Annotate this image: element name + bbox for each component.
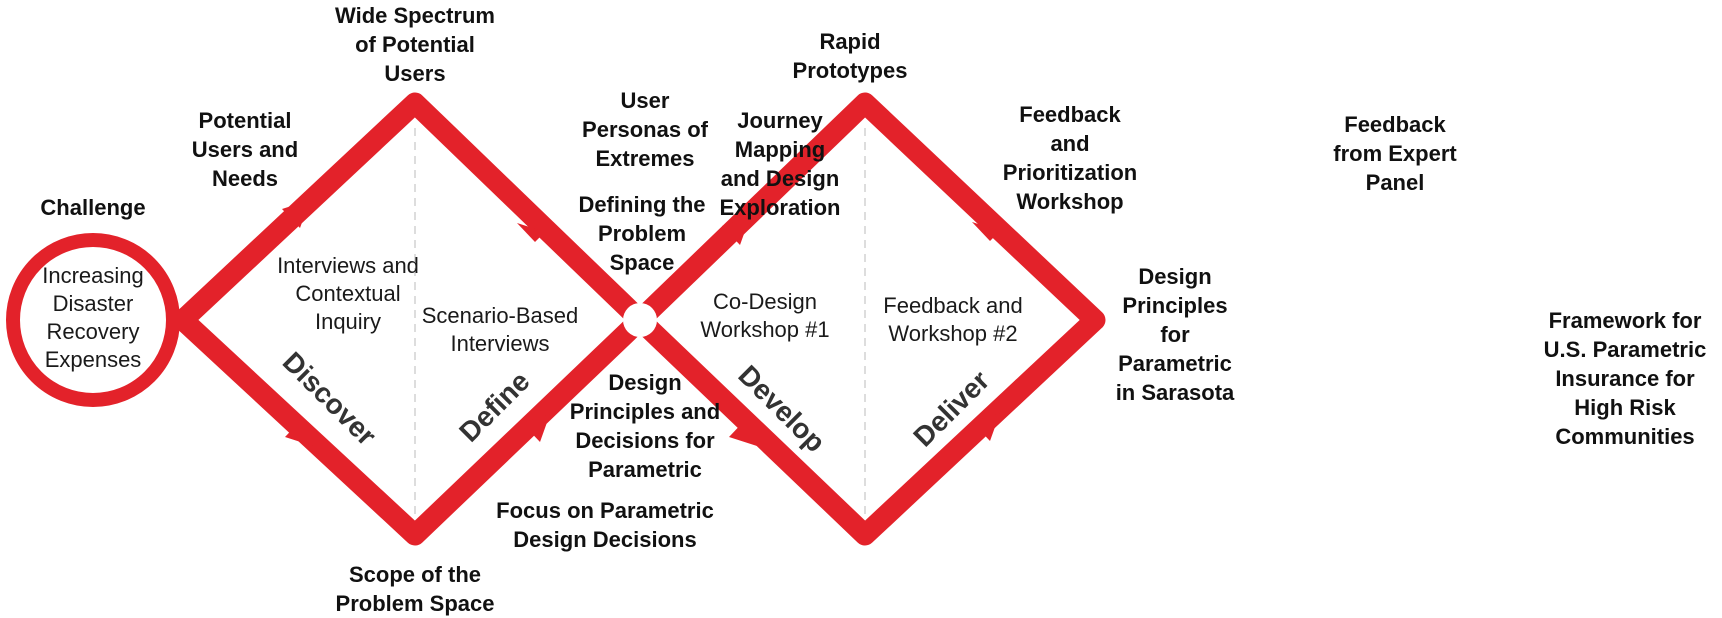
method-feedback-workshop-line: Feedback and: [883, 293, 1023, 318]
label-rapid-prototypes: Rapid Prototypes: [770, 27, 930, 85]
challenge-text-line: Recovery: [46, 319, 140, 344]
method-feedback-workshop: Feedback and Workshop #2: [868, 292, 1038, 348]
label-potential-users: Potential Users and Needs: [170, 106, 320, 193]
label-feedback-prioritization-line: and: [1050, 131, 1090, 156]
label-potential-users-line: Needs: [211, 166, 279, 191]
label-framework-line: Framework for: [1548, 308, 1702, 333]
label-user-personas-line: Extremes: [595, 146, 695, 171]
arrow-define-down: [517, 223, 545, 242]
label-framework-line: High Risk: [1574, 395, 1676, 420]
label-feedback-expert-line: Feedback: [1344, 112, 1446, 137]
develop-deliver-diamond: [629, 92, 1106, 546]
challenge-text-line: Expenses: [44, 347, 142, 372]
label-wide-spectrum: Wide Spectrum of Potential Users: [310, 1, 520, 88]
method-codesign-line: Co-Design: [713, 289, 817, 314]
label-defining-problem: Defining the Problem Space: [562, 190, 722, 277]
method-interviews-line: Interviews and: [277, 253, 419, 278]
label-design-principles-sarasota-line: Design: [1138, 264, 1212, 289]
label-feedback-prioritization: Feedback and Prioritization Workshop: [985, 100, 1155, 216]
arrow-discover-up: [282, 200, 310, 228]
label-wide-spectrum-line: of Potential: [355, 32, 475, 57]
label-feedback-expert: Feedback from Expert Panel: [1305, 110, 1485, 197]
label-journey-mapping-line: Journey: [737, 108, 823, 133]
label-design-principles-decisions-line: Decisions for: [575, 428, 715, 453]
method-scenario: Scenario-Based Interviews: [410, 302, 590, 358]
label-scope-problem-line: Problem Space: [335, 591, 495, 616]
label-user-personas-line: User: [620, 88, 670, 113]
label-design-principles-sarasota-line: in Sarasota: [1115, 380, 1235, 405]
label-user-personas-line: Personas of: [582, 117, 708, 142]
label-feedback-prioritization-line: Prioritization: [1002, 160, 1138, 185]
label-focus-parametric-line: Focus on Parametric: [496, 498, 714, 523]
label-scope-problem: Scope of the Problem Space: [320, 560, 510, 618]
challenge-title: Challenge: [40, 195, 146, 220]
method-codesign-line: Workshop #1: [700, 317, 830, 342]
label-user-personas: User Personas of Extremes: [570, 86, 720, 173]
arrow-deliver-up: [972, 413, 1000, 441]
label-design-principles-sarasota-line: Principles: [1122, 293, 1228, 318]
method-codesign: Co-Design Workshop #1: [680, 288, 850, 344]
label-wide-spectrum-line: Wide Spectrum: [335, 3, 495, 28]
challenge-text-line: Increasing: [42, 263, 144, 288]
arrow-deliver-down: [972, 222, 1000, 241]
method-feedback-workshop-line: Workshop #2: [888, 321, 1018, 346]
method-interviews: Interviews and Contextual Inquiry: [258, 252, 438, 336]
label-design-principles-decisions: Design Principles and Decisions for Para…: [555, 368, 735, 484]
arrow-develop-up: [722, 217, 750, 245]
label-defining-problem-line: Space: [609, 250, 675, 275]
arrow-develop-down: [729, 418, 757, 446]
label-defining-problem-line: Problem: [597, 221, 687, 246]
label-design-principles-decisions-line: Principles and: [569, 399, 721, 424]
label-feedback-expert-line: Panel: [1365, 170, 1425, 195]
method-scenario-line: Interviews: [450, 331, 550, 356]
label-focus-parametric: Focus on Parametric Design Decisions: [480, 496, 730, 554]
label-focus-parametric-line: Design Decisions: [513, 527, 697, 552]
arrow-discover-down: [285, 418, 313, 446]
label-potential-users-line: Potential: [198, 108, 292, 133]
label-feedback-prioritization-line: Feedback: [1019, 102, 1121, 127]
label-journey-mapping-line: Exploration: [719, 195, 841, 220]
method-interviews-line: Contextual: [295, 281, 401, 306]
label-scope-problem-line: Scope of the: [348, 562, 481, 587]
method-scenario-line: Scenario-Based: [421, 303, 579, 328]
label-framework-line: U.S. Parametric: [1543, 337, 1707, 362]
label-design-principles-decisions-line: Parametric: [588, 457, 702, 482]
junction-circle: [623, 303, 657, 337]
label-wide-spectrum-line: Users: [384, 61, 446, 86]
label-potential-users-line: Users and: [191, 137, 299, 162]
label-journey-mapping-line: and Design: [720, 166, 840, 191]
label-framework: Framework for U.S. Parametric Insurance …: [1530, 306, 1720, 451]
label-rapid-prototypes-line: Prototypes: [792, 58, 908, 83]
challenge-text-line: Disaster: [52, 291, 134, 316]
label-design-principles-sarasota: Design Principles for Parametric in Sara…: [1095, 262, 1255, 407]
label-journey-mapping-line: Mapping: [734, 137, 826, 162]
label-defining-problem-line: Defining the: [578, 192, 706, 217]
label-design-principles-decisions-line: Design: [608, 370, 682, 395]
label-feedback-prioritization-line: Workshop: [1016, 189, 1124, 214]
label-design-principles-sarasota-line: for: [1160, 322, 1190, 347]
challenge-text: Increasing Disaster Recovery Expenses: [13, 262, 173, 374]
label-framework-line: Communities: [1555, 424, 1695, 449]
label-journey-mapping: Journey Mapping and Design Exploration: [700, 106, 860, 222]
method-interviews-line: Inquiry: [314, 309, 382, 334]
label-design-principles-sarasota-line: Parametric: [1118, 351, 1232, 376]
label-framework-line: Insurance for: [1555, 366, 1695, 391]
label-rapid-prototypes-line: Rapid: [819, 29, 881, 54]
label-feedback-expert-line: from Expert: [1333, 141, 1457, 166]
challenge-circle: [6, 233, 180, 407]
arrow-define-up: [522, 414, 550, 442]
